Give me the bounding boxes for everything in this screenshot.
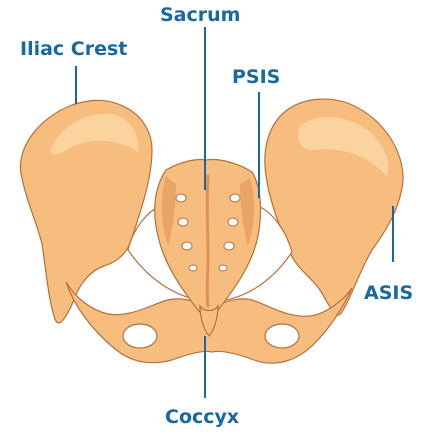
sacral-foramen-right-3 <box>224 242 234 250</box>
sacral-foramen-right-1 <box>230 194 240 202</box>
sacral-foramen-right-4 <box>219 265 227 271</box>
sacral-foramen-left-3 <box>182 242 192 250</box>
right-obturator-foramen <box>265 324 299 348</box>
left-obturator-foramen <box>123 324 157 348</box>
sacral-foramen-right-2 <box>228 218 238 226</box>
coccyx-label: Coccyx <box>165 406 239 428</box>
psis-label: PSIS <box>232 66 280 88</box>
median-sacral-crest <box>207 176 208 306</box>
sacrum-label: Sacrum <box>160 4 240 26</box>
iliac-crest-label: Iliac Crest <box>20 38 127 60</box>
asis-label: ASIS <box>364 282 413 304</box>
sacral-foramen-left-1 <box>176 194 186 202</box>
sacral-foramen-left-4 <box>189 265 197 271</box>
sacral-foramen-left-2 <box>178 218 188 226</box>
